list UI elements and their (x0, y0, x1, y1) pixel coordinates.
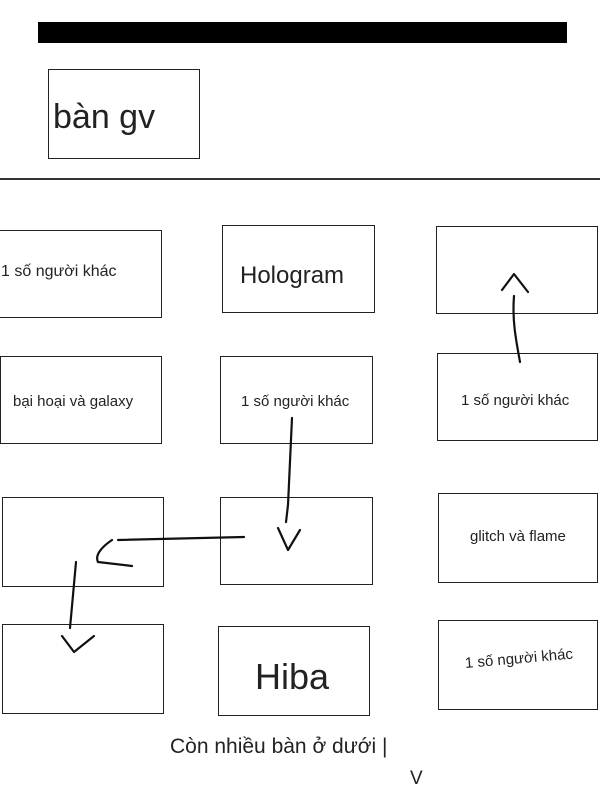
desk-r3c3-label: glitch và flame (470, 528, 566, 545)
teacher-desk: bàn gv (48, 69, 200, 159)
desk-r2c1-label: bại hoại và galaxy (13, 393, 134, 410)
desk-r4c3: 1 số người khác (438, 620, 598, 710)
footer-down-arrow-glyph: V (410, 768, 423, 789)
desk-r1c2: Hologram (222, 225, 375, 313)
blackboard (38, 22, 567, 43)
desk-r2c2: 1 số người khác (220, 356, 373, 444)
desk-r2c2-label: 1 số người khác (241, 393, 350, 410)
desk-r4c2-label: Hiba (255, 656, 330, 697)
desk-r4c1 (2, 624, 164, 714)
desk-r1c2-label: Hologram (240, 262, 345, 289)
footer-note: Còn nhiều bàn ở dưới | (170, 735, 388, 758)
desk-r2c1: bại hoại và galaxy (0, 356, 162, 444)
desk-r3c3: glitch và flame (438, 493, 598, 583)
desk-r4c3-label: 1 số người khác (464, 645, 574, 672)
desk-r1c1: 1 số người khác (0, 230, 162, 318)
teacher-desk-label: bàn gv (53, 98, 156, 136)
desk-r1c1-label: 1 số người khác (1, 263, 117, 280)
desk-r1c3 (436, 226, 598, 314)
desk-r4c2: Hiba (218, 626, 370, 716)
desk-r3c1 (2, 497, 164, 587)
desk-r2c3: 1 số người khác (437, 353, 598, 441)
desk-r2c3-label: 1 số người khác (461, 392, 570, 409)
desk-r3c2 (220, 497, 373, 585)
room-divider (0, 178, 600, 180)
